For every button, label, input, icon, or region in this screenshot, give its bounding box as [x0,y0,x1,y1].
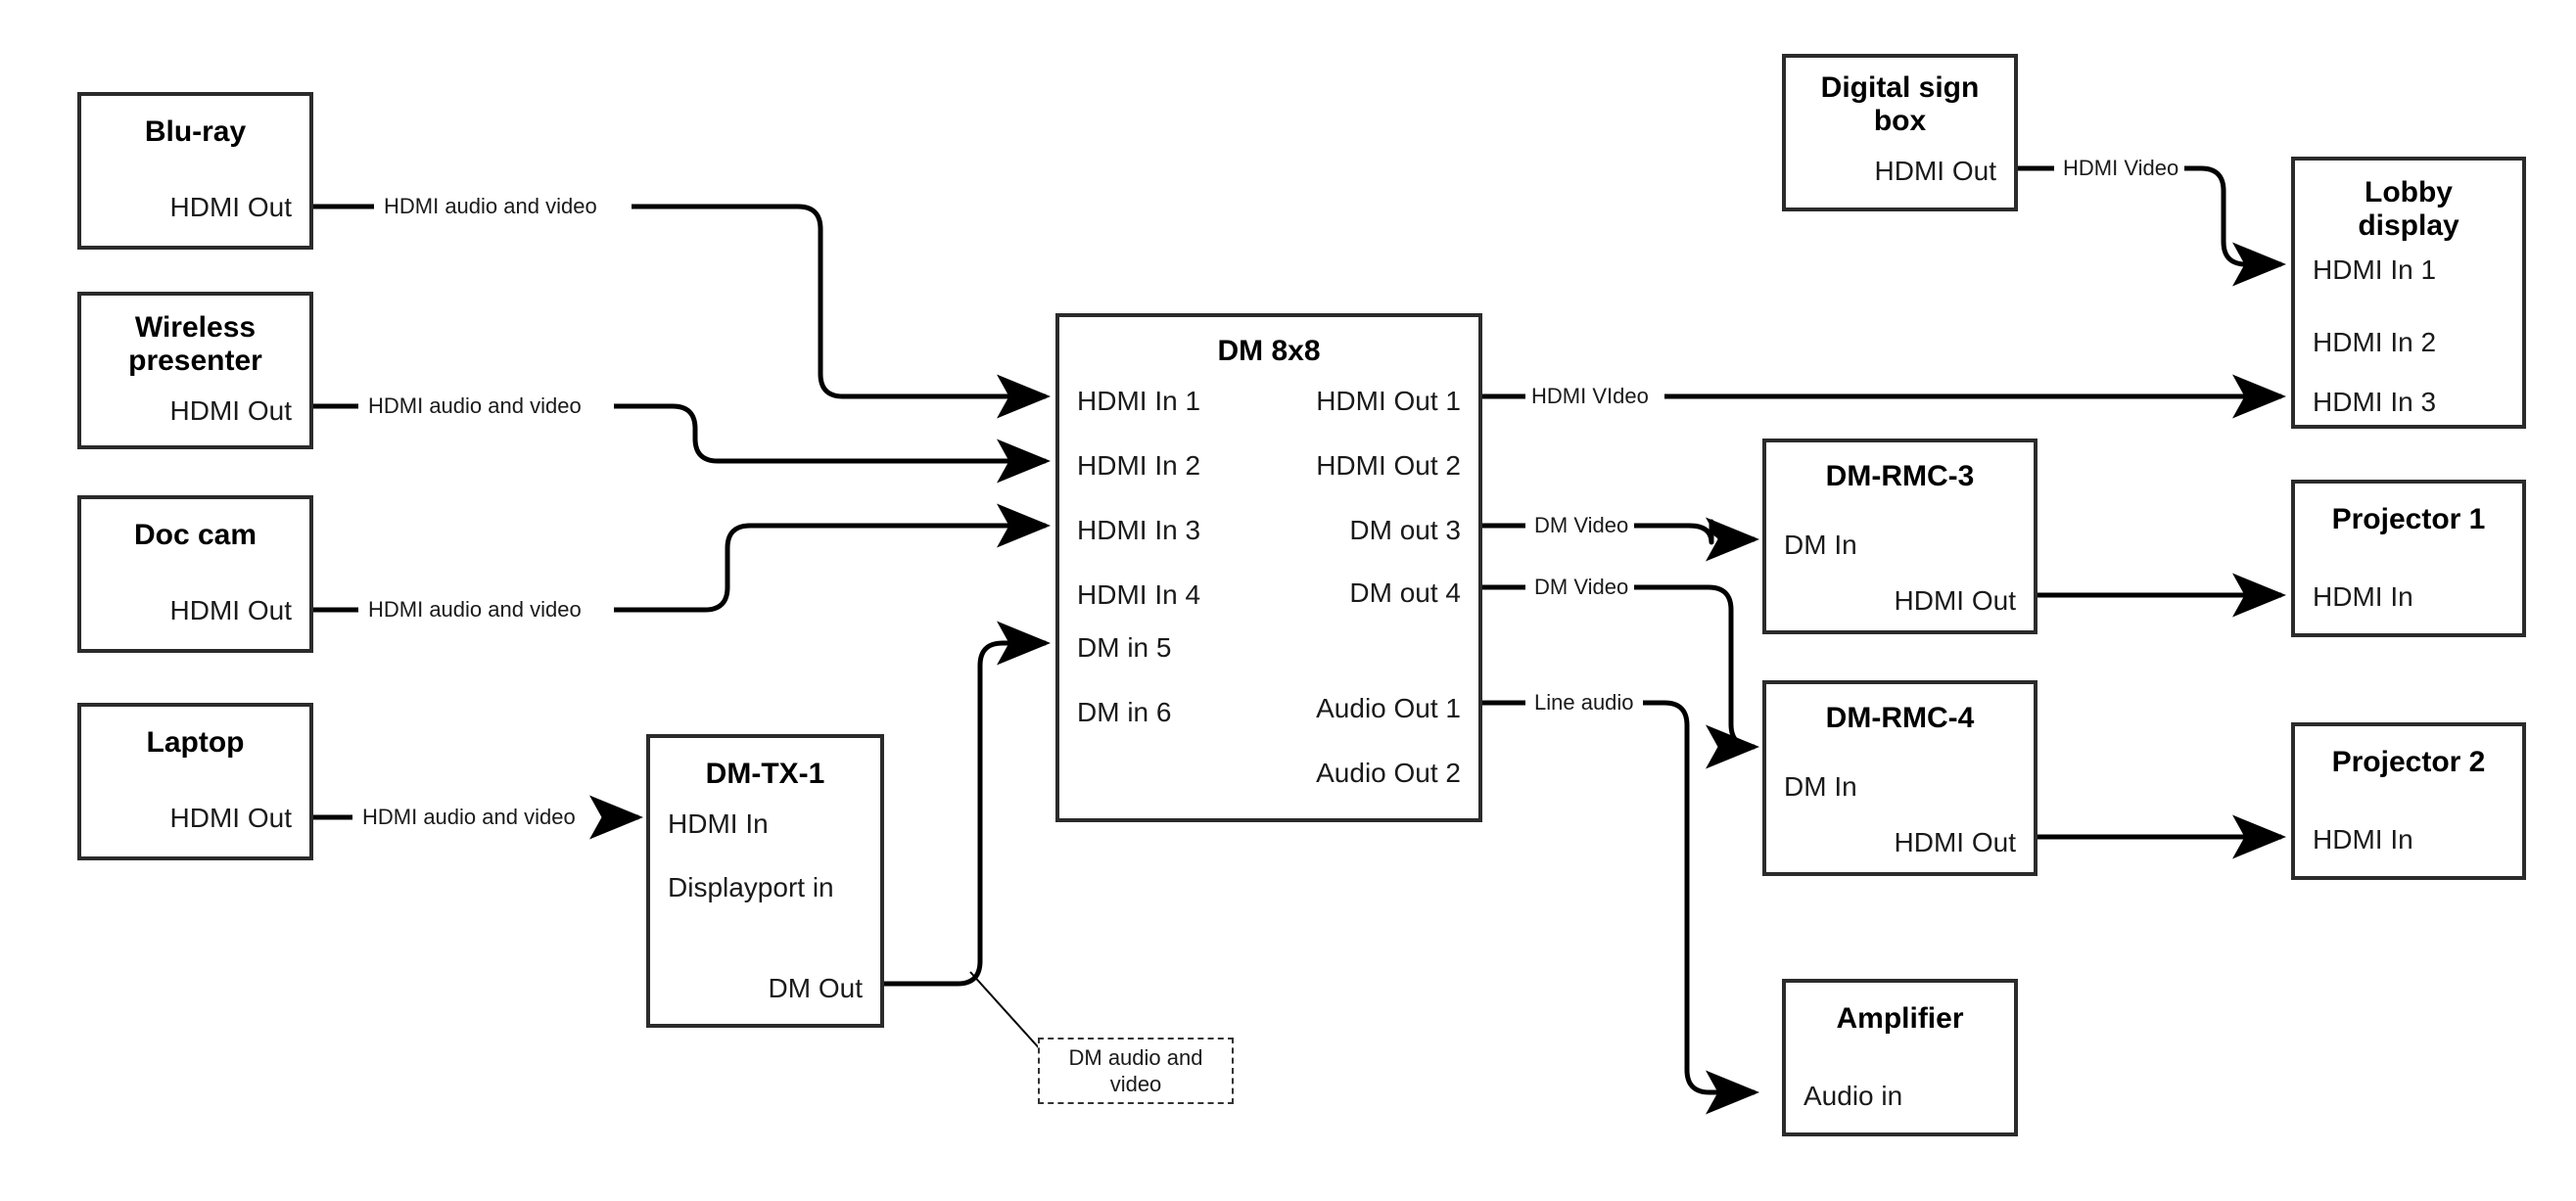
port-rmc3-hdmi-out[interactable]: HDMI Out [1894,585,2016,616]
node-lobby-title-line1: Lobby [2365,176,2453,208]
connector-dm8x8-audio-to-amp-run [1643,700,1759,1115]
node-signbox-title-line2: box [1873,104,1927,137]
note-line-2: video [1109,1072,1162,1096]
port-rmc4-hdmi-out[interactable]: HDMI Out [1894,827,2016,857]
node-projector-1[interactable]: Projector 1 HDMI In [2291,480,2526,637]
port-wireless-hdmi-out[interactable]: HDMI Out [169,395,292,426]
port-dmtx1-dm-out[interactable]: DM Out [768,973,863,1003]
node-lobby-display-title: Lobby display [2295,176,2522,242]
node-bluray-title: Blu-ray [144,115,247,148]
port-dm8x8-hdmi-in-1[interactable]: HDMI In 1 [1077,386,1201,416]
node-dm-8x8-title: DM 8x8 [1217,335,1321,367]
port-dm8x8-hdmi-in-3[interactable]: HDMI In 3 [1077,515,1201,545]
port-doccam-hdmi-out[interactable]: HDMI Out [169,595,292,625]
port-signbox-hdmi-out[interactable]: HDMI Out [1874,156,1996,186]
port-dm8x8-hdmi-in-4[interactable]: HDMI In 4 [1077,579,1201,610]
port-dm8x8-hdmi-out-2[interactable]: HDMI Out 2 [1316,450,1461,481]
port-dm8x8-dm-in-5[interactable]: DM in 5 [1077,632,1172,663]
edge-label-hdmi-video-sign: HDMI Video [2057,156,2185,181]
node-doc-cam[interactable]: Doc cam HDMI Out [77,495,313,653]
connector-signbox-to-lobby-run [2176,165,2286,287]
port-laptop-hdmi-out[interactable]: HDMI Out [169,803,292,833]
edge-label-bluray: HDMI audio and video [378,194,603,219]
node-wireless-presenter-title: Wireless presenter [81,311,309,377]
note-dm-audio-and-video: DM audio and video [1038,1038,1234,1104]
edge-label-hdmi-video-out1: HDMI VIdeo [1525,384,1655,409]
port-lobby-hdmi-in-3[interactable]: HDMI In 3 [2313,387,2437,417]
edge-label-doccam: HDMI audio and video [362,597,587,623]
port-dmtx1-hdmi-in[interactable]: HDMI In [668,808,769,839]
connector-dm8x8-out3-to-rmc3-run [1633,517,1759,562]
port-dm8x8-dm-out-3[interactable]: DM out 3 [1349,515,1461,545]
port-lobby-hdmi-in-2[interactable]: HDMI In 2 [2313,327,2437,357]
node-lobby-title-line2: display [2358,208,2459,242]
connector-wireless-to-dm8x8-run [614,403,1051,484]
node-signbox-title-line1: Digital sign [1820,71,1980,104]
port-dmtx1-displayport-in[interactable]: Displayport in [668,872,834,902]
node-dm-rmc-3[interactable]: DM-RMC-3 DM In HDMI Out [1762,439,2037,634]
node-bluray[interactable]: Blu-ray HDMI Out [77,92,313,250]
port-rmc4-dm-in[interactable]: DM In [1784,771,1857,802]
node-projector-1-title: Projector 1 [2331,503,2486,535]
node-dm-rmc-3-title: DM-RMC-3 [1825,460,1975,492]
node-amplifier-title: Amplifier [1836,1002,1964,1035]
node-projector-2[interactable]: Projector 2 HDMI In [2291,722,2526,880]
port-dm8x8-audio-out-2[interactable]: Audio Out 2 [1316,758,1461,788]
connector-doccam-to-dm8x8-run [614,503,1051,613]
port-dm8x8-dm-out-4[interactable]: DM out 4 [1349,577,1461,608]
port-dm8x8-hdmi-out-1[interactable]: HDMI Out 1 [1316,386,1461,416]
node-laptop-title: Laptop [146,726,245,759]
node-digital-sign-box-title: Digital sign box [1786,71,2014,137]
port-amplifier-audio-in[interactable]: Audio in [1803,1081,1903,1111]
node-laptop[interactable]: Laptop HDMI Out [77,703,313,860]
note-line-1: DM audio and [1068,1044,1203,1070]
node-dm-rmc-4-title: DM-RMC-4 [1825,702,1975,734]
edge-label-wireless: HDMI audio and video [362,393,587,419]
port-rmc3-dm-in[interactable]: DM In [1784,530,1857,560]
port-lobby-hdmi-in-1[interactable]: HDMI In 1 [2313,254,2437,285]
port-bluray-hdmi-out[interactable]: HDMI Out [169,192,292,222]
node-dm-rmc-4[interactable]: DM-RMC-4 DM In HDMI Out [1762,680,2037,876]
node-wireless-title-line1: Wireless [134,311,257,344]
node-dm-tx-1-title: DM-TX-1 [705,758,825,790]
port-dm8x8-hdmi-in-2[interactable]: HDMI In 2 [1077,450,1201,481]
connector-dmtx1-to-dm8x8 [884,621,1051,987]
node-doc-cam-title: Doc cam [133,519,258,551]
node-dm-tx-1[interactable]: DM-TX-1 HDMI In Displayport in DM Out [646,734,884,1028]
connector-bluray-to-dm8x8-run [632,204,1051,419]
edge-label-dm-video-out4: DM Video [1528,575,1635,600]
edge-label-laptop: HDMI audio and video [356,805,582,830]
node-wireless-title-line2: presenter [128,344,262,377]
node-projector-2-title: Projector 2 [2331,746,2486,778]
node-dm-8x8[interactable]: DM 8x8 HDMI In 1 HDMI In 2 HDMI In 3 HDM… [1055,313,1482,822]
port-dm8x8-dm-in-6[interactable]: DM in 6 [1077,697,1172,727]
port-proj2-hdmi-in[interactable]: HDMI In [2313,824,2413,855]
note-leader-line [969,971,1044,1053]
node-amplifier[interactable]: Amplifier Audio in [1782,979,2018,1136]
edge-label-line-audio: Line audio [1528,690,1640,716]
edge-label-dm-video-out3: DM Video [1528,513,1635,538]
port-dm8x8-audio-out-1[interactable]: Audio Out 1 [1316,693,1461,723]
node-lobby-display[interactable]: Lobby display HDMI In 1 HDMI In 2 HDMI I… [2291,157,2526,429]
node-digital-sign-box[interactable]: Digital sign box HDMI Out [1782,54,2018,211]
connector-dm8x8-out4-to-rmc4-run [1633,584,1759,769]
port-proj1-hdmi-in[interactable]: HDMI In [2313,581,2413,612]
node-wireless-presenter[interactable]: Wireless presenter HDMI Out [77,292,313,449]
